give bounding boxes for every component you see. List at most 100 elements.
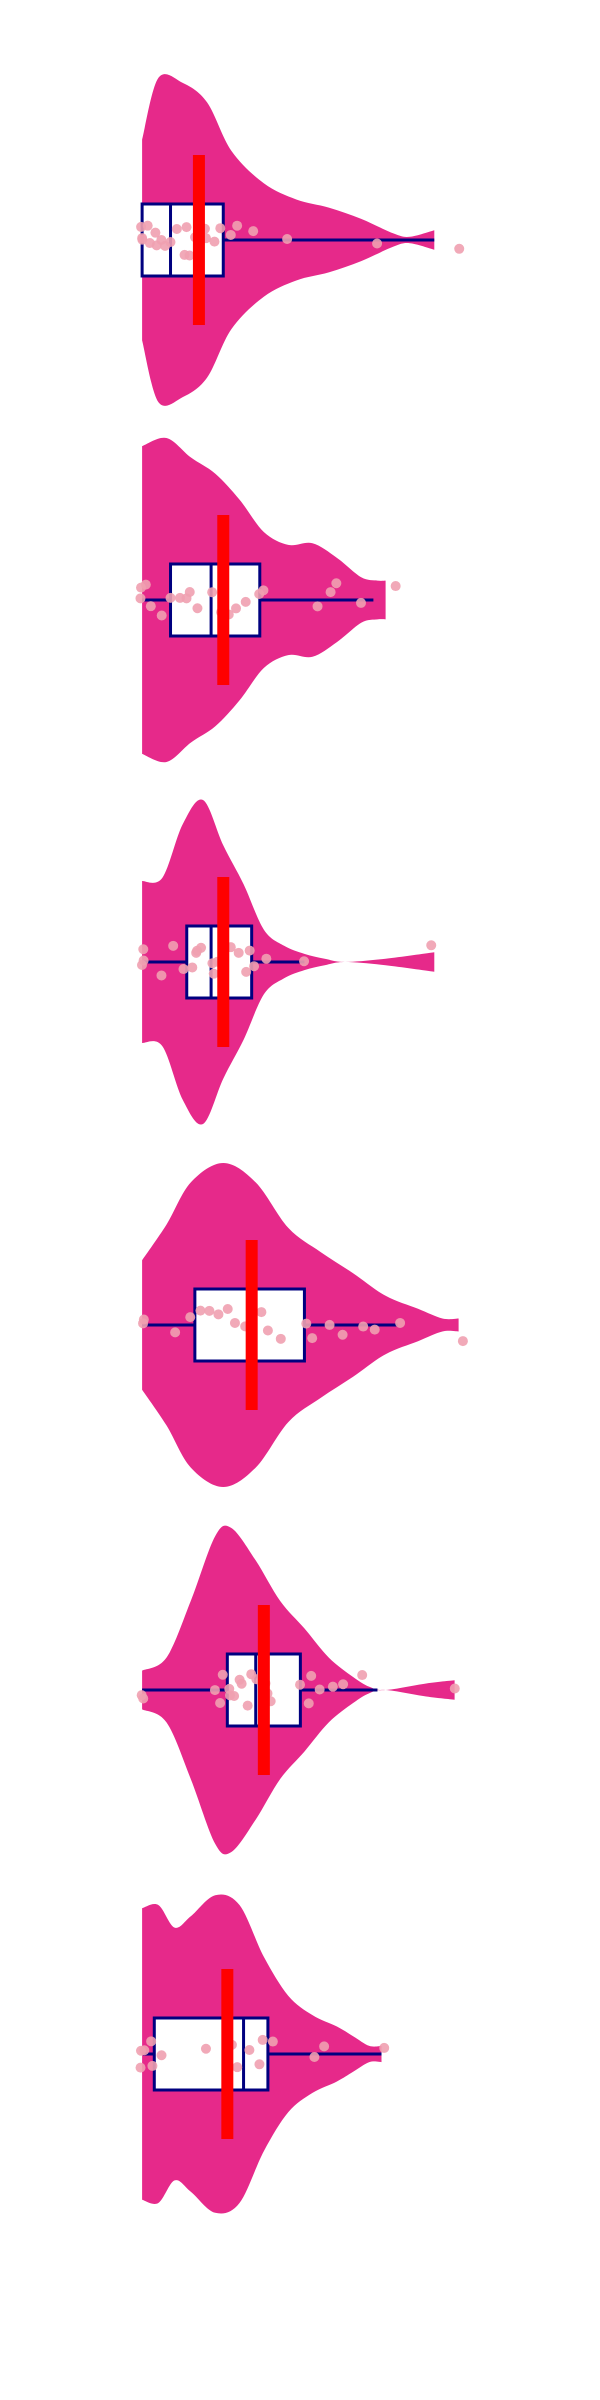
data-point [337,1329,348,1340]
data-point [299,956,310,967]
data-point [314,1684,325,1695]
data-point [303,1698,314,1709]
data-point [256,1307,267,1318]
data-point [209,236,220,247]
data-point [135,2062,146,2073]
data-point [449,1683,460,1694]
data-point [138,944,149,955]
data-point [196,942,207,953]
data-point [137,233,148,244]
data-point [249,961,260,972]
data-point [275,1333,286,1344]
data-point [156,610,167,621]
data-point [204,1305,215,1316]
data-point [295,1679,306,1690]
data-point [355,597,366,608]
mean-line-4 [245,1240,258,1410]
data-point [258,585,269,596]
data-point [168,940,179,951]
data-point [240,596,251,607]
data-point [248,226,259,237]
mean-line-3 [217,877,230,1047]
data-point [457,1336,468,1347]
data-point [232,2062,243,2073]
data-point [301,1318,312,1329]
data-point [215,223,226,234]
data-point [327,1681,338,1692]
data-point [207,587,218,598]
data-point [200,2043,211,2054]
data-point [187,962,198,973]
data-point [233,947,244,958]
data-point [267,2036,278,2047]
data-point [282,234,293,245]
data-point [395,1317,406,1328]
data-point [312,601,323,612]
data-point [236,1678,247,1689]
data-point [150,227,161,238]
data-point [372,238,383,249]
data-point [331,578,342,589]
data-point [307,1333,318,1344]
mean-line-2 [217,515,230,685]
data-point [184,586,195,597]
data-point [325,587,336,598]
data-point [244,2044,255,2055]
data-point [213,1309,224,1320]
data-point [390,581,401,592]
data-point [262,1325,273,1336]
data-point [257,2034,268,2045]
data-point [309,2052,320,2063]
mean-line-1 [192,155,205,325]
data-point [156,2050,167,2061]
data-point [357,1670,368,1681]
data-point [229,1691,240,1702]
data-point [209,1685,220,1696]
data-point [138,1693,149,1704]
data-point [147,2060,158,2071]
data-point [426,940,437,951]
data-point [142,220,153,231]
data-point [165,592,176,603]
data-point [145,601,156,612]
data-point [242,1700,253,1711]
data-point [192,603,203,614]
data-point [135,593,146,604]
data-point [217,1669,228,1680]
data-point [195,1305,206,1316]
data-point [225,229,236,240]
data-point [146,2036,157,2047]
data-point [241,966,252,977]
data-point [232,220,243,231]
data-point [358,1321,369,1332]
data-point [231,603,242,614]
mean-line-5 [257,1605,270,1775]
data-point [181,222,192,233]
data-point [454,243,465,254]
data-point [165,237,176,248]
data-point [171,223,182,234]
data-point [170,1327,181,1338]
data-point [261,953,272,964]
data-point [244,945,255,956]
data-point [222,1304,233,1315]
data-point [185,1312,196,1323]
data-point [215,1698,226,1709]
data-point [324,1319,335,1330]
data-point [184,250,195,261]
data-point [140,579,151,590]
data-point [369,1324,380,1335]
data-point [379,2042,390,2053]
data-point [319,2041,330,2052]
data-point [178,964,189,975]
data-point [138,1314,149,1325]
data-point [156,970,167,981]
data-point [139,2045,150,2056]
data-point [229,1317,240,1328]
mean-line-6 [221,1969,234,2139]
data-point [136,959,147,970]
data-point [338,1679,349,1690]
data-point [208,968,219,979]
